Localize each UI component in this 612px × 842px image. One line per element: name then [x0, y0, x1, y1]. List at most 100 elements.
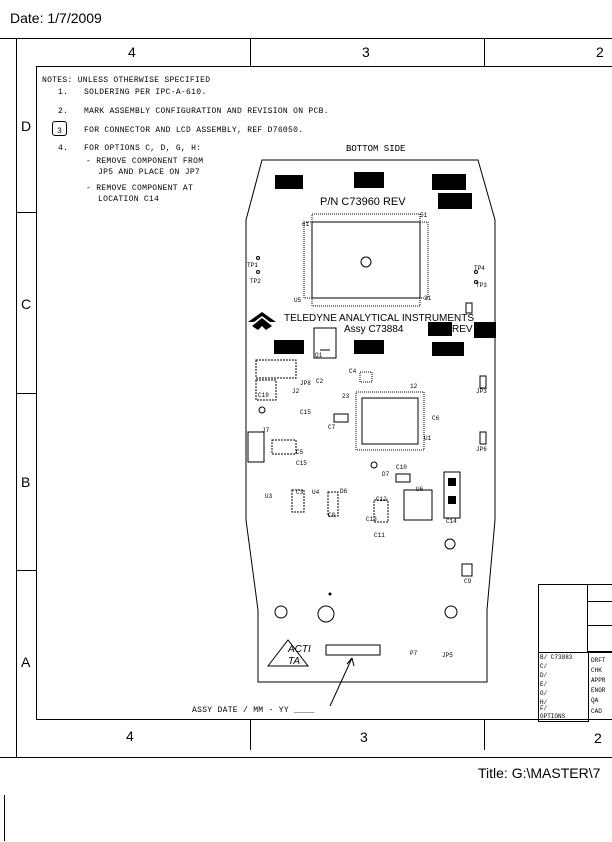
component-label: TP1: [247, 262, 258, 269]
company-name: TELEDYNE ANALYTICAL INSTRUMENTS: [284, 313, 475, 324]
component-label: C14: [446, 518, 457, 525]
assy-date: ASSY DATE / MM - YY ____: [192, 706, 315, 715]
frame-left-outer-line: [16, 38, 17, 758]
rev-row: F/: [540, 705, 548, 712]
pcb-outline: [245, 159, 496, 683]
u1-chip: [361, 397, 419, 445]
margin-mark: [4, 795, 5, 841]
component-label: C15: [300, 409, 311, 416]
zone-bottom-4: 4: [126, 728, 134, 744]
u6-component: [403, 489, 433, 521]
component-label: U3: [265, 493, 273, 500]
component-label: P7: [410, 650, 418, 657]
role-label: DRFT: [591, 657, 606, 664]
mount-hole: [370, 461, 378, 469]
redaction-block: [438, 193, 472, 209]
component-label: U5: [294, 297, 302, 304]
component-label: JP8: [300, 380, 311, 387]
notes-heading: NOTES: UNLESS OTHERWISE SPECIFIED: [42, 76, 211, 85]
leader-line: [329, 657, 353, 707]
redaction-block: [275, 175, 303, 189]
pin-label: 31: [424, 295, 432, 302]
zone-divider: [484, 38, 485, 66]
component-label: C4: [349, 368, 357, 375]
assy-rev: REV: [452, 324, 473, 335]
bottom-side-label: BOTTOM SIDE: [346, 144, 406, 154]
component-label: C9: [464, 578, 472, 585]
frame-inner-bottom-line: [36, 719, 612, 720]
u5-pins-right: [419, 221, 429, 299]
zone-divider: [484, 720, 485, 750]
component-label: C8: [328, 512, 336, 519]
note-text: FOR OPTIONS C, D, G, H:: [84, 144, 202, 153]
redaction-block: [474, 322, 496, 338]
component-label: C15: [296, 460, 307, 467]
note-text: MARK ASSEMBLY CONFIGURATION AND REVISION…: [84, 107, 329, 116]
zone-top-4: 4: [128, 44, 136, 60]
note-subitem: - REMOVE COMPONENT FROM: [86, 157, 204, 166]
pin-label: 12: [410, 383, 418, 390]
zone-left-b: B: [21, 474, 31, 490]
component-label: C7: [328, 424, 336, 431]
component-label: JP6: [476, 446, 487, 453]
component-label: U6: [416, 486, 424, 493]
options-label: OPTIONS: [540, 713, 566, 720]
assy-number: Assy C73884: [344, 324, 404, 335]
role-label: CHK: [591, 667, 602, 674]
note-subitem: - REMOVE COMPONENT AT: [86, 184, 194, 193]
component-label: C3: [296, 489, 304, 496]
zone-top-3: 3: [362, 44, 370, 60]
note-number: 1.: [58, 88, 69, 97]
u5-pins-left: [303, 221, 313, 299]
rev-row: G/: [540, 690, 548, 697]
redaction-block: [354, 172, 384, 188]
component-label: C2: [316, 378, 324, 385]
component-label: C5: [296, 449, 304, 456]
c14-component: [443, 471, 461, 519]
role-label: CAD: [591, 708, 602, 715]
footer-title: Title: G:\MASTER\7: [478, 765, 601, 781]
date-label: Date: 1/7/2009: [10, 10, 102, 26]
part-number: P/N C73960 REV: [320, 196, 406, 208]
pin-label: 23: [342, 393, 350, 400]
u5-center-mark: [360, 256, 372, 268]
frame-top-line: [0, 38, 612, 39]
rev-row: H/: [540, 699, 548, 706]
component-label: C12: [376, 496, 387, 503]
revision-table: [538, 652, 589, 722]
rev-row: D/: [540, 672, 548, 679]
component-label: D6: [340, 488, 348, 495]
logo-text: ACTI: [288, 644, 311, 655]
mount-hole: [444, 605, 458, 619]
rev-row: E/: [540, 681, 548, 688]
zone-top-2: 2: [596, 44, 604, 60]
logo-text: TA: [288, 656, 301, 667]
frame-bottom-line: [0, 757, 612, 758]
component-label: C19: [258, 392, 269, 399]
zone-divider: [16, 393, 36, 394]
component-label: C6: [432, 415, 440, 422]
role-label: QA: [591, 697, 599, 704]
zone-divider: [16, 212, 36, 213]
zone-divider: [250, 38, 251, 66]
mount-hole: [258, 406, 266, 414]
component-label: JP3: [476, 388, 487, 395]
role-label: APPR: [591, 677, 606, 684]
pin-label: 61: [302, 221, 310, 228]
u1-pins: [355, 391, 425, 451]
component-label: C13: [366, 516, 377, 523]
component-label: TP2: [250, 278, 261, 285]
component-label: C11: [374, 532, 385, 539]
component-label: U1: [424, 435, 432, 442]
u5-pins-bottom: [311, 297, 421, 307]
note-number: 2.: [58, 107, 69, 116]
note-number: 4.: [58, 144, 69, 153]
note-text: SOLDERING PER IPC-A-610.: [84, 88, 207, 97]
component-label: J2: [292, 388, 300, 395]
component-label: C10: [396, 464, 407, 471]
component-label: TP3: [476, 282, 487, 289]
frame-inner-top-line: [36, 66, 612, 67]
zone-bottom-3: 3: [360, 729, 368, 745]
rev-row: B/ C73883: [540, 654, 573, 661]
